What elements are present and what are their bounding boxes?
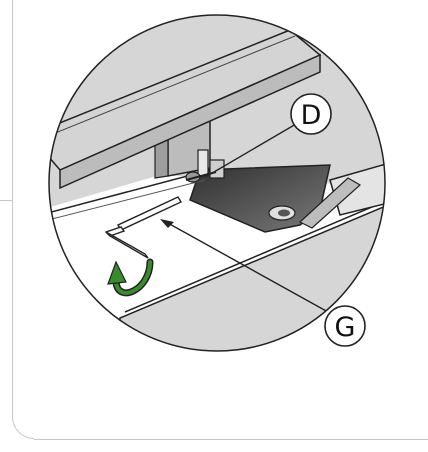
allen-key-icon bbox=[104, 196, 182, 259]
callout-g: G bbox=[324, 305, 366, 347]
screw-hole-inner bbox=[278, 209, 290, 217]
bracket-plate bbox=[197, 149, 209, 177]
right-frame-edge bbox=[298, 177, 362, 229]
callout-g-circle bbox=[324, 305, 366, 347]
curved-arrow-icon bbox=[107, 258, 154, 297]
bracket-bolt bbox=[185, 171, 217, 181]
inner-rail-shadow bbox=[49, 179, 206, 223]
callout-d-circle bbox=[290, 93, 332, 135]
page-frame-bottom bbox=[34, 439, 428, 440]
leader-arrowhead-g bbox=[160, 219, 174, 228]
top-beam-front bbox=[59, 53, 321, 190]
leader-line-d bbox=[213, 123, 297, 173]
page-frame-tick bbox=[0, 200, 12, 201]
bracket-clip bbox=[209, 159, 225, 179]
top-beam-line bbox=[49, 35, 296, 141]
base-plate-edge bbox=[124, 194, 385, 313]
leader-line-g bbox=[165, 221, 329, 313]
page-frame-left bbox=[12, 0, 13, 418]
callout-g-label: G bbox=[335, 312, 356, 343]
detail-circle-outline bbox=[48, 14, 386, 352]
callout-d: D bbox=[290, 93, 332, 135]
inner-rail bbox=[49, 169, 211, 216]
callout-d-label: D bbox=[301, 100, 322, 131]
